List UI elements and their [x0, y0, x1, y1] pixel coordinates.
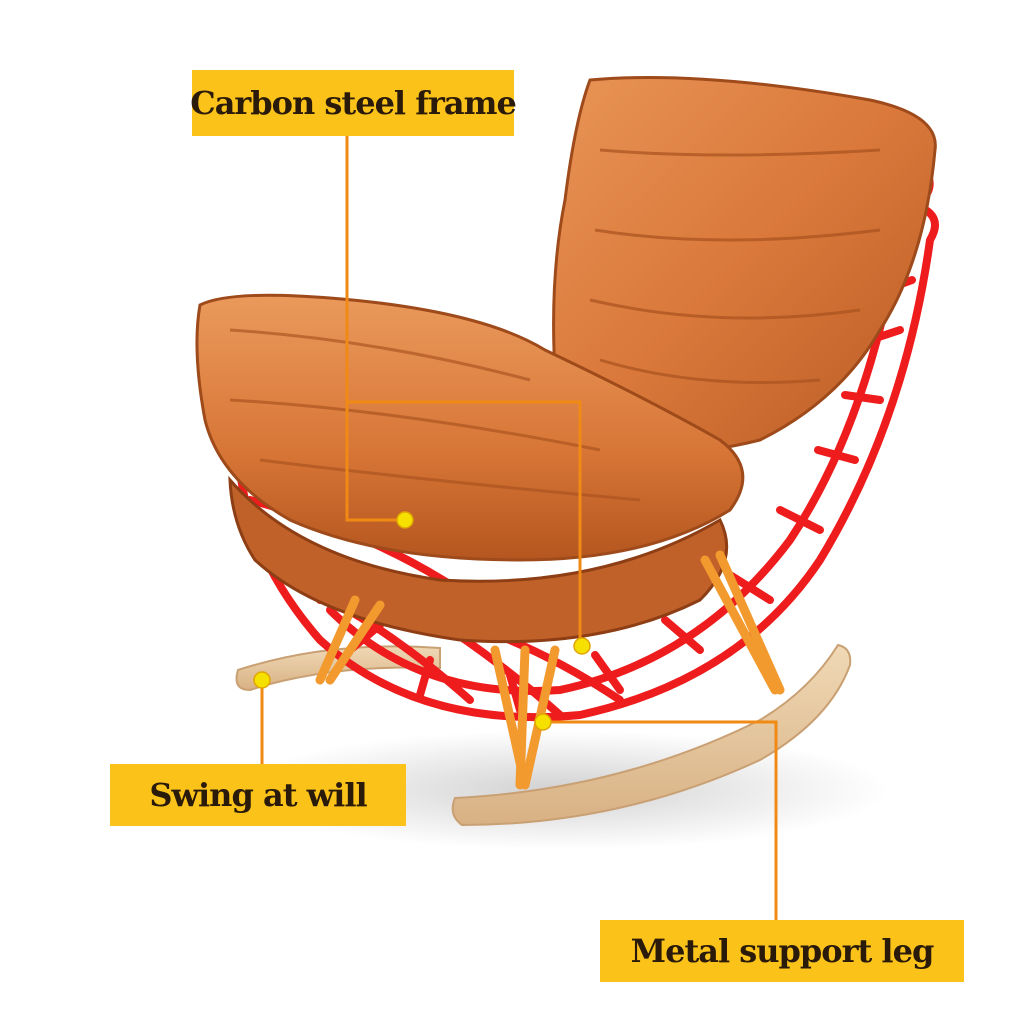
callout-dot-leg	[534, 713, 552, 731]
label-swing-at-will: Swing at will	[110, 764, 406, 826]
callout-line-leg	[543, 720, 778, 921]
callout-dot-swing	[253, 671, 271, 689]
seat-stitching	[229, 328, 641, 502]
callout-dots	[253, 511, 591, 731]
front-wood-rocker	[451, 643, 852, 827]
chair-backrest	[552, 76, 937, 455]
callout-line-frame	[345, 135, 405, 522]
callout-dot-seat	[396, 511, 414, 529]
callout-dot-frame	[573, 637, 591, 655]
label-carbon-steel-frame: Carbon steel frame	[190, 70, 517, 136]
label-metal-support-leg: Metal support leg	[600, 920, 964, 982]
callout-lines	[260, 135, 778, 921]
backrest-stitching	[589, 148, 881, 384]
callout-line-frame-branch	[347, 400, 582, 645]
